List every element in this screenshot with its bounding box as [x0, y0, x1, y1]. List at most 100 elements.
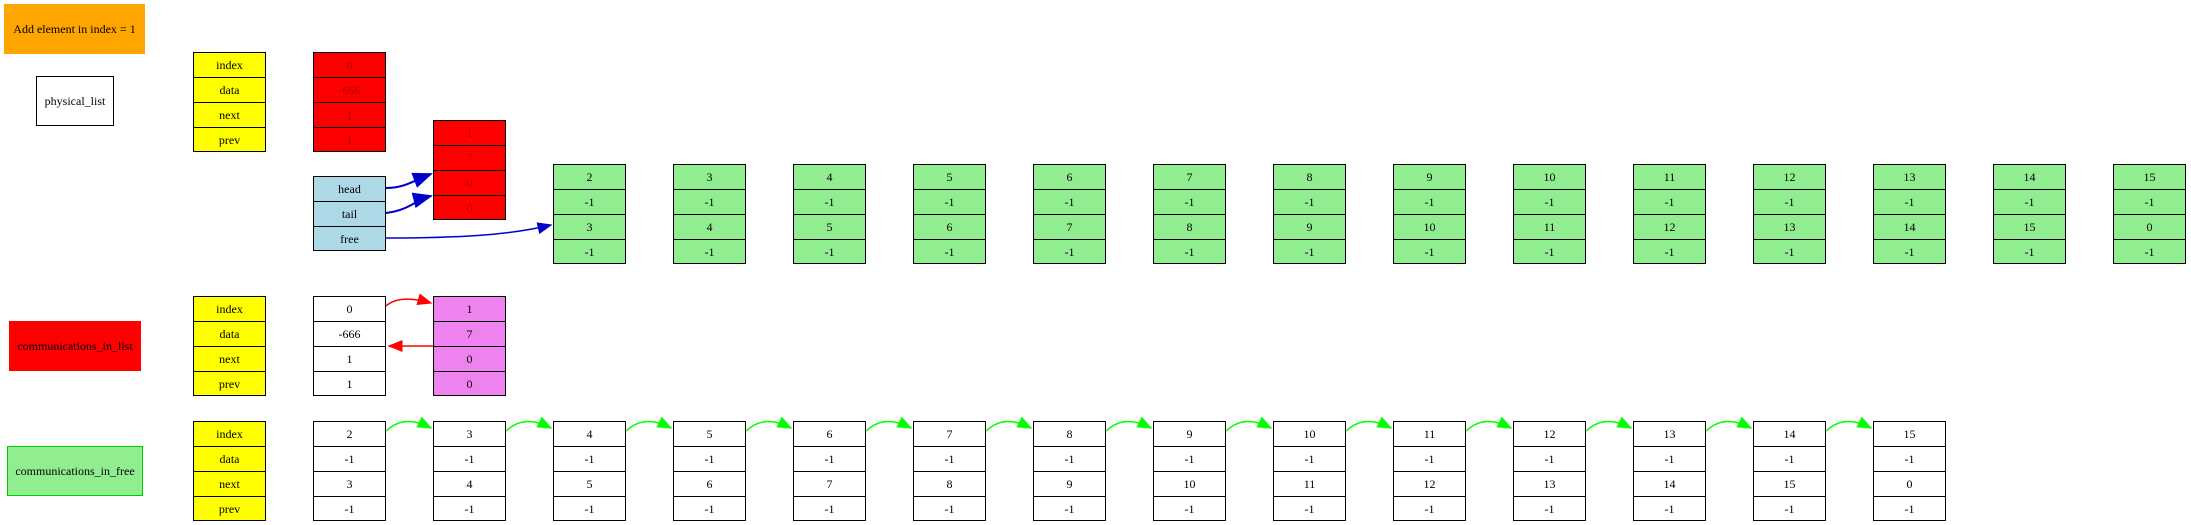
field-prev: prev	[218, 502, 241, 516]
free-next-arrow	[1225, 416, 1273, 432]
cell-next: 3	[314, 472, 385, 497]
cell-data: -1	[554, 447, 625, 472]
cell-next: 14	[1874, 215, 1945, 240]
cell-index: 6	[794, 422, 865, 447]
title-box: Add element in index = 1	[4, 4, 145, 54]
cell-index: 5	[674, 422, 745, 447]
cell-prev: -1	[1904, 502, 1915, 516]
cell-data: -1	[1874, 190, 1945, 215]
cell-index: 3	[674, 165, 745, 190]
pointer-head: head	[314, 177, 385, 202]
cell-prev: 0	[466, 201, 473, 215]
cell-prev: -1	[2024, 245, 2035, 259]
cell-data: -666	[314, 322, 385, 347]
physical-list-label: physical_list	[36, 76, 114, 126]
cell-prev: -1	[944, 502, 955, 516]
communications-in-free-label: communications_in_free	[7, 446, 143, 496]
free-next-arrow	[385, 416, 433, 432]
field-next: next	[194, 103, 265, 128]
cell-data: -1	[1754, 447, 1825, 472]
cell-data: -1	[914, 447, 985, 472]
cell-data: -1	[1754, 190, 1825, 215]
cell-next: 1	[314, 347, 385, 372]
cell-next: 0	[434, 347, 505, 372]
cell-prev: -1	[1064, 245, 1075, 259]
cell-index: 15	[2114, 165, 2185, 190]
cell-index: 11	[1394, 422, 1465, 447]
cell-index: 12	[1754, 165, 1825, 190]
cell-prev: -1	[824, 502, 835, 516]
cell-index: 9	[1154, 422, 1225, 447]
cell-index: 0	[314, 53, 385, 78]
cell-prev: 0	[466, 377, 473, 391]
cell-index: 1	[434, 297, 505, 322]
free-next-arrow	[985, 416, 1033, 432]
cell-data: -1	[1034, 190, 1105, 215]
cell-index: 4	[554, 422, 625, 447]
free-arrow	[385, 222, 553, 239]
cell-data: -1	[1154, 447, 1225, 472]
cell-next: 0	[1874, 472, 1945, 497]
cell-data: -1	[1394, 190, 1465, 215]
cell-index: 4	[794, 165, 865, 190]
cell-next: 0	[434, 171, 505, 196]
cell-prev: -1	[344, 502, 355, 516]
cell-data: -666	[314, 78, 385, 103]
cell-prev: -1	[584, 245, 595, 259]
physical-node-0: 0 -666 1 1	[313, 52, 386, 152]
cell-next: 4	[434, 472, 505, 497]
cell-index: 2	[554, 165, 625, 190]
cell-index: 14	[1754, 422, 1825, 447]
field-index: index	[194, 422, 265, 447]
free-next-arrow	[1465, 416, 1513, 432]
cell-prev: -1	[1304, 502, 1315, 516]
cell-prev: -1	[464, 502, 475, 516]
cell-next: 8	[914, 472, 985, 497]
free-next-arrow	[1105, 416, 1153, 432]
pointer-free: free	[340, 232, 359, 246]
cell-next: 6	[914, 215, 985, 240]
field-data: data	[194, 322, 265, 347]
cell-data: -1	[914, 190, 985, 215]
cell-prev: 1	[346, 377, 353, 391]
cell-prev: -1	[1304, 245, 1315, 259]
cell-index: 12	[1514, 422, 1585, 447]
cell-next: 15	[1994, 215, 2065, 240]
cell-prev: -1	[1544, 245, 1555, 259]
cell-index: 7	[914, 422, 985, 447]
cell-prev: -1	[1784, 502, 1795, 516]
cell-data: -1	[1394, 447, 1465, 472]
cell-next: 12	[1634, 215, 1705, 240]
cell-next: 0	[2114, 215, 2185, 240]
cell-prev: -1	[2144, 245, 2155, 259]
free-next-arrow	[1705, 416, 1753, 432]
free-next-arrow	[1345, 416, 1393, 432]
cell-next: 11	[1274, 472, 1345, 497]
cell-next: 13	[1754, 215, 1825, 240]
field-next: next	[194, 347, 265, 372]
cell-prev: -1	[704, 502, 715, 516]
cell-index: 5	[914, 165, 985, 190]
free-field-names: index data next prev	[193, 421, 266, 521]
cell-next: 5	[554, 472, 625, 497]
cell-data: -1	[434, 447, 505, 472]
cell-data: -1	[1634, 190, 1705, 215]
cell-prev: -1	[1064, 502, 1075, 516]
cell-next: 3	[554, 215, 625, 240]
cell-data: -1	[794, 447, 865, 472]
cell-next: 13	[1514, 472, 1585, 497]
cell-index: 14	[1994, 165, 2065, 190]
